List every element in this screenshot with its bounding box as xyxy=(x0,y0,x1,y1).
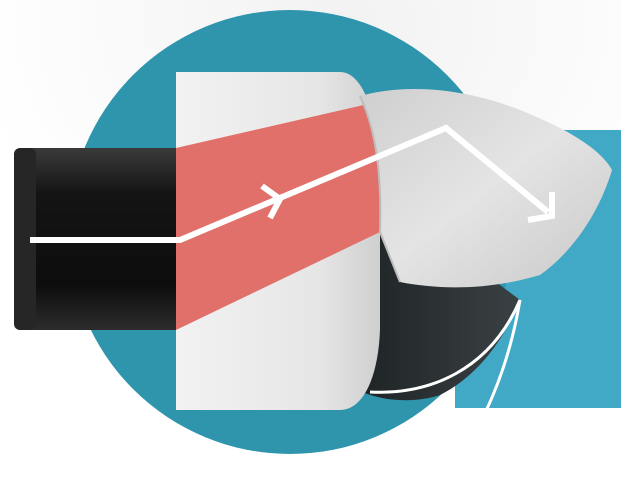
diagram-canvas xyxy=(0,0,621,479)
light-path-diagram xyxy=(0,0,621,479)
